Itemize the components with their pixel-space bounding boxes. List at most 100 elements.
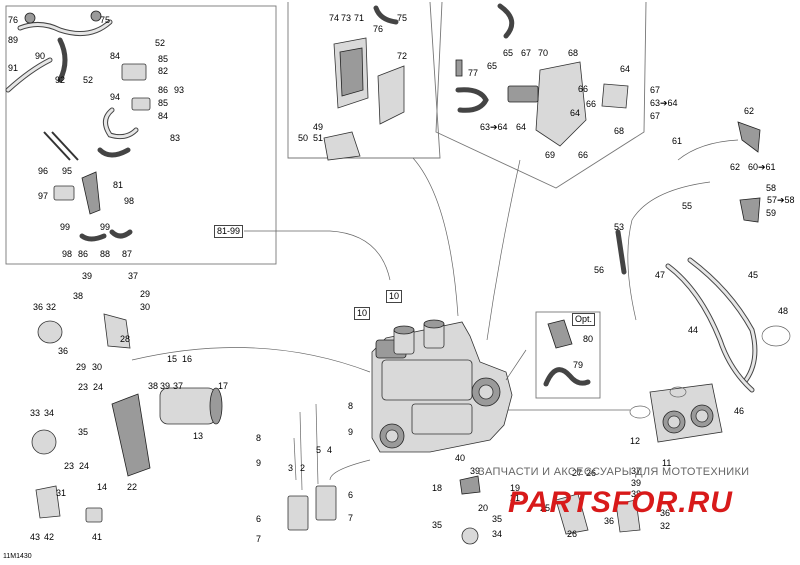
callout: 59 bbox=[766, 208, 776, 218]
callout: 97 bbox=[38, 191, 48, 201]
callout: 67 bbox=[650, 111, 660, 121]
leader-line-starter bbox=[131, 347, 371, 373]
callout: 90 bbox=[35, 51, 45, 61]
callout: 28 bbox=[120, 334, 130, 344]
callout: 79 bbox=[573, 360, 583, 370]
callout: 58 bbox=[766, 183, 776, 193]
callout: 66 bbox=[578, 84, 588, 94]
callout: 41 bbox=[92, 532, 102, 542]
callout: 9 bbox=[256, 458, 261, 468]
callout: 88 bbox=[100, 249, 110, 259]
callout: 65 bbox=[503, 48, 513, 58]
callout: 76 bbox=[8, 15, 18, 25]
callout: 39 bbox=[631, 478, 641, 488]
callout: 23 bbox=[64, 461, 74, 471]
callout: 84 bbox=[158, 111, 168, 121]
callout: 35 bbox=[78, 427, 88, 437]
callout: 29 bbox=[140, 289, 150, 299]
callout: 36 bbox=[58, 346, 68, 356]
callout: 43 bbox=[30, 532, 40, 542]
callout: 13 bbox=[193, 431, 203, 441]
callout: 6 bbox=[256, 514, 261, 524]
callout: 24 bbox=[93, 382, 103, 392]
callout: 45 bbox=[748, 270, 758, 280]
part-tag-10: 10 bbox=[386, 290, 403, 303]
callout: 98 bbox=[124, 196, 134, 206]
callout: 6 bbox=[348, 490, 353, 500]
callout: 35 bbox=[492, 514, 502, 524]
callout: 19 bbox=[510, 483, 520, 493]
callout: 52 bbox=[83, 75, 93, 85]
callout: 64 bbox=[516, 122, 526, 132]
callout: 74 bbox=[329, 13, 339, 23]
leader-line-ref bbox=[244, 230, 391, 281]
callout: 48 bbox=[778, 306, 788, 316]
part-tag-10: 10 bbox=[354, 307, 371, 320]
callout: 62 bbox=[730, 162, 740, 172]
callout: 91 bbox=[8, 63, 18, 73]
callout: 3 bbox=[288, 463, 293, 473]
callout: 68 bbox=[614, 126, 624, 136]
callout: 33 bbox=[30, 408, 40, 418]
callout: 25 bbox=[540, 503, 550, 513]
lower-brackets bbox=[459, 475, 641, 545]
callout: 36 bbox=[604, 516, 614, 526]
callout: 86 bbox=[158, 85, 168, 95]
callout: 85 bbox=[158, 98, 168, 108]
callout: 18 bbox=[432, 483, 442, 493]
callout: 89 bbox=[8, 35, 18, 45]
callout: 39 bbox=[160, 381, 170, 391]
engine-assembly bbox=[371, 319, 527, 453]
detail-box-sensors bbox=[435, 1, 647, 189]
callout: 80 bbox=[583, 334, 593, 344]
diagram-code: 11M1430 bbox=[3, 553, 32, 560]
leader-line-lower bbox=[329, 459, 371, 481]
callout: 93 bbox=[174, 85, 184, 95]
callout: 85 bbox=[158, 54, 168, 64]
callout: 26 bbox=[586, 468, 596, 478]
callout: 27 bbox=[572, 468, 582, 478]
callout: 52 bbox=[155, 38, 165, 48]
callout: 64 bbox=[620, 64, 630, 74]
callout: 73 bbox=[341, 13, 351, 23]
callout: 15 bbox=[167, 354, 177, 364]
callout: 12 bbox=[630, 436, 640, 446]
callout: 76 bbox=[373, 24, 383, 34]
callout: 32 bbox=[46, 302, 56, 312]
callout: 22 bbox=[127, 482, 137, 492]
callout: 66 bbox=[578, 150, 588, 160]
opt-tag: Opt. bbox=[572, 313, 596, 326]
callout: 70 bbox=[538, 48, 548, 58]
callout: 67 bbox=[650, 85, 660, 95]
callout: 37 bbox=[631, 466, 641, 476]
callout: 30 bbox=[140, 302, 150, 312]
callout: 62 bbox=[744, 106, 754, 116]
callout: 63➔64 bbox=[650, 98, 678, 108]
callout: 8 bbox=[256, 433, 261, 443]
callout: 4 bbox=[327, 445, 332, 455]
callout: 40 bbox=[455, 453, 465, 463]
callout: 63➔64 bbox=[480, 122, 508, 132]
callout: 20 bbox=[478, 503, 488, 513]
callout: 98 bbox=[62, 249, 72, 259]
callout: 39 bbox=[82, 271, 92, 281]
callout: 44 bbox=[688, 325, 698, 335]
callout: 31 bbox=[56, 488, 66, 498]
callout: 69 bbox=[545, 150, 555, 160]
callout: 75 bbox=[397, 13, 407, 23]
callout: 51 bbox=[313, 133, 323, 143]
detail-box-oil-breather bbox=[5, 5, 277, 265]
callout: 2 bbox=[300, 463, 305, 473]
leader-line-sensors bbox=[486, 159, 521, 341]
callout: 35 bbox=[432, 520, 442, 530]
callout: 34 bbox=[44, 408, 54, 418]
callout: 53 bbox=[614, 222, 624, 232]
watermark-caption: ЗАПЧАСТИ И АКСЕССУАРЫ ДЛЯ МОТОТЕХНИКИ bbox=[478, 466, 750, 478]
callout: 99 bbox=[100, 222, 110, 232]
callout-labels: 76 75 89 52 90 84 85 91 92 52 82 94 86 9… bbox=[8, 13, 795, 544]
callout: 17 bbox=[218, 381, 228, 391]
callout: 47 bbox=[655, 270, 665, 280]
callout: 36 bbox=[660, 508, 670, 518]
